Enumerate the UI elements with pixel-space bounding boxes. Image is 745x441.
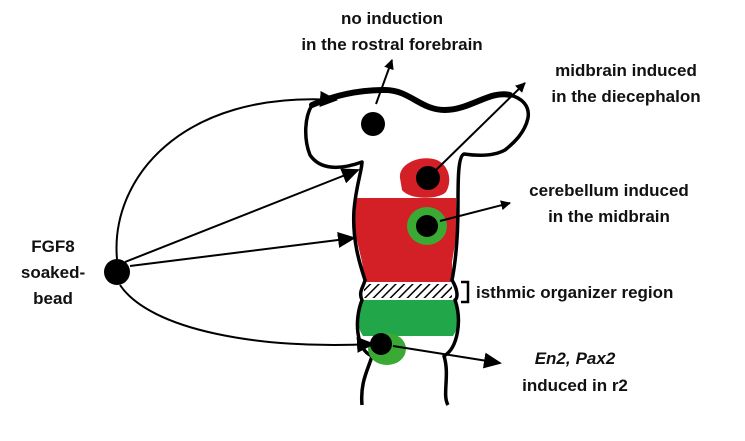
label-gene-en2: En2,	[535, 349, 571, 368]
label-no-induction-line1: no induction	[341, 9, 443, 28]
bead-source	[104, 259, 130, 285]
bead-r2	[370, 333, 392, 355]
r1-green-region	[358, 300, 459, 336]
bead-midbrain	[416, 215, 438, 237]
label-genes-line1: En2, Pax2	[535, 349, 616, 368]
bead-forebrain	[361, 112, 385, 136]
arrow-to-diencephalon	[125, 170, 358, 262]
label-bead-line3: bead	[33, 289, 73, 308]
label-gene-pax2: Pax2	[576, 349, 616, 368]
thick-rostral-edge	[312, 90, 510, 110]
label-cerebellum-line2: in the midbrain	[548, 207, 670, 226]
label-isthmic: isthmic organizer region	[476, 283, 673, 302]
label-bead-line1: FGF8	[31, 237, 74, 256]
label-bead-line2: soaked-	[21, 263, 85, 282]
isthmic-hatched-band	[364, 284, 452, 298]
midbrain-red-region	[355, 198, 457, 282]
label-no-induction-line2: in the rostral forebrain	[301, 35, 482, 54]
label-midbrain-line1: midbrain induced	[555, 61, 697, 80]
arrow-to-midbrain	[130, 238, 354, 266]
label-midbrain-line2: in the diecephalon	[551, 87, 700, 106]
label-genes-line2: induced in r2	[522, 376, 628, 395]
label-cerebellum-line1: cerebellum induced	[529, 181, 689, 200]
arrow-to-forebrain	[117, 99, 336, 259]
isthmic-bracket	[461, 282, 468, 302]
arrow-no-induction	[376, 60, 392, 104]
arrow-to-r2	[120, 285, 373, 345]
